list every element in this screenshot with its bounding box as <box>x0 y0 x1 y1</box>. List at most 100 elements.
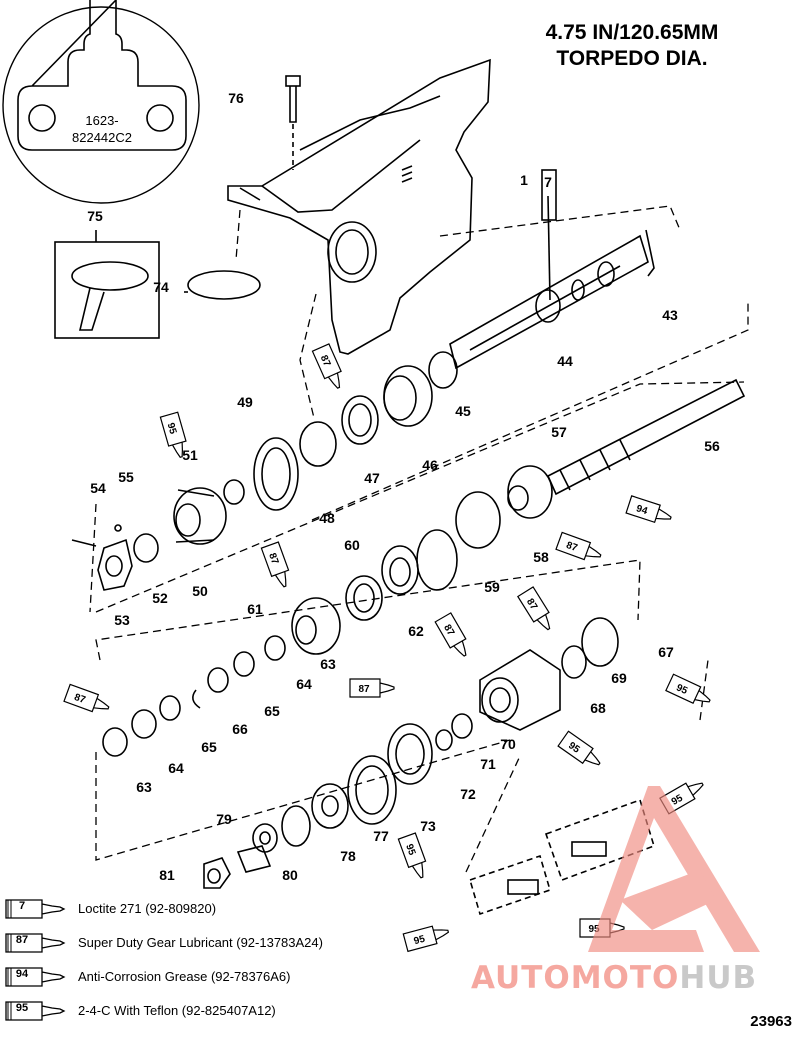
sealant-tube: 94 <box>625 495 672 524</box>
bearing-carrier-68 <box>479 649 561 731</box>
callout-47: 47 <box>364 470 380 486</box>
watermark-text: AUTOMOTOHUB <box>471 960 757 996</box>
clutch-53 <box>97 538 133 591</box>
clip-66 <box>192 689 201 709</box>
tool-detail-left <box>469 854 551 916</box>
propeller-shaft-56 <box>546 378 746 496</box>
callout-61: 61 <box>247 601 263 617</box>
tube-outline <box>311 343 342 389</box>
tube-code: 87 <box>266 552 280 567</box>
washer-65b <box>159 695 181 721</box>
sealant-tube: 87 <box>434 612 467 657</box>
callout-63: 63 <box>136 779 152 795</box>
tube-outline <box>260 541 290 588</box>
shift-shaft-44 <box>449 169 655 370</box>
callout-53: 53 <box>114 612 130 628</box>
tube-icon <box>5 1001 66 1021</box>
shim-45 <box>428 351 458 389</box>
tube-outline <box>397 832 427 879</box>
tube-code: 87 <box>358 684 370 695</box>
sealant-tube: 87 <box>349 678 395 698</box>
callout-54: 54 <box>90 480 106 496</box>
callout-76: 76 <box>228 90 244 106</box>
callout-65: 65 <box>264 703 280 719</box>
shim-48 <box>299 421 337 467</box>
tube-icon <box>5 899 66 919</box>
bearing-60 <box>381 545 419 595</box>
legend-text: Super Duty Gear Lubricant (92-13783A24) <box>78 935 323 950</box>
callout-72: 72 <box>460 786 476 802</box>
sealant-tube: 95 <box>402 925 450 953</box>
legend-code: 94 <box>15 968 29 980</box>
sealant-tube: 87 <box>517 586 551 631</box>
tube-code: 87 <box>73 692 88 706</box>
shim-63b <box>102 727 128 757</box>
pin-54 <box>71 539 97 547</box>
callout-50: 50 <box>192 583 208 599</box>
o-ring-58 <box>455 491 501 549</box>
sealant-tube: 87 <box>311 343 342 389</box>
reverse-gear-57 <box>507 465 553 519</box>
callout-78: 78 <box>340 848 356 864</box>
tube-icon <box>5 967 66 987</box>
shim-64 <box>233 651 255 677</box>
tube-code: 87 <box>565 540 580 554</box>
tube-outline <box>557 730 601 766</box>
legend-text: Loctite 271 (92-809820) <box>78 901 217 916</box>
callout-75: 75 <box>87 208 103 224</box>
watermark-logo <box>588 786 760 952</box>
inset-part-number-line-2: 822442C2 <box>72 130 132 145</box>
tube-icon <box>5 933 66 953</box>
callout-80: 80 <box>282 867 298 883</box>
tube-code: 95 <box>165 422 179 436</box>
callout-52: 52 <box>152 590 168 606</box>
sealant-tube: 95 <box>665 673 711 705</box>
tube-outline <box>665 673 711 705</box>
torpedo-diameter-heading: 4.75 IN/120.65MM TORPEDO DIA. <box>492 20 772 72</box>
tab-washer-80 <box>236 845 272 873</box>
leader-lines <box>89 205 749 873</box>
callout-1: 1 <box>520 172 528 188</box>
bearing-62 <box>345 575 383 621</box>
bearing-69 <box>561 645 587 679</box>
sealant-tube: 87 <box>260 541 290 588</box>
callout-48: 48 <box>319 510 335 526</box>
tube-code: 95 <box>403 843 417 858</box>
tube-outline <box>63 683 110 713</box>
callout-51: 51 <box>182 447 198 463</box>
pin-55 <box>114 524 122 532</box>
washer-78 <box>281 805 311 847</box>
callout-69: 69 <box>611 670 627 686</box>
callout-55: 55 <box>118 469 134 485</box>
o-ring-67 <box>581 617 619 667</box>
callout-63: 63 <box>320 656 336 672</box>
nut-81 <box>203 857 231 889</box>
tube-code: 87 <box>441 623 456 639</box>
callout-70: 70 <box>500 736 516 752</box>
retainer-72 <box>387 723 433 785</box>
shim-64b <box>131 709 157 739</box>
legend-text: Anti-Corrosion Grease (92-78376A6) <box>78 969 291 984</box>
callout-62: 62 <box>408 623 424 639</box>
gear-housing <box>227 58 491 355</box>
tube-outline <box>555 531 602 561</box>
callout-66: 66 <box>232 721 248 737</box>
callout-67: 67 <box>658 644 674 660</box>
ring-nut-73 <box>347 755 397 825</box>
tube-outline <box>434 612 467 657</box>
figure-number: 23963 <box>750 1013 792 1030</box>
tube-code: 95 <box>674 682 689 697</box>
seal-71 <box>435 729 453 751</box>
callout-60: 60 <box>344 537 360 553</box>
callout-43: 43 <box>662 307 678 323</box>
bearing-cup-46 <box>383 365 433 427</box>
anode-inset-box <box>54 241 160 339</box>
watermark-text-part-1: AUTOMOTO <box>471 960 680 996</box>
heading-line-2: TORPEDO DIA. <box>556 47 708 70</box>
callout-64: 64 <box>296 676 312 692</box>
gear-61 <box>291 597 341 655</box>
legend-code: 7 <box>18 900 26 912</box>
seal-70 <box>451 713 473 739</box>
callout-44: 44 <box>557 353 573 369</box>
